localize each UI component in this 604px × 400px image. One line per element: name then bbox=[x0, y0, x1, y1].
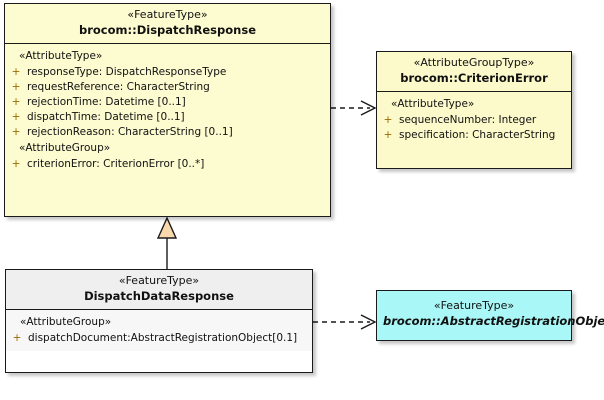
class-header: «FeatureType» brocom::DispatchResponse bbox=[5, 4, 330, 43]
class-attributes: «AttributeType» + responseType: Dispatch… bbox=[5, 42, 330, 177]
attribute-group-header: «AttributeType» bbox=[391, 97, 475, 110]
class-name: DispatchDataResponse bbox=[84, 289, 234, 304]
open-arrowhead-icon bbox=[360, 100, 377, 116]
attribute-group-header: «AttributeGroup» bbox=[19, 141, 111, 154]
generalization-triangle-icon bbox=[156, 216, 178, 239]
visibility-marker: + bbox=[383, 129, 393, 142]
attribute-label: dispatchTime: Datetime [0..1] bbox=[27, 111, 185, 124]
class-box-criterion-error[interactable]: «AttributeGroupType» brocom::CriterionEr… bbox=[376, 51, 572, 169]
class-box-abstract-registration-object[interactable]: «FeatureType» brocom::AbstractRegistrati… bbox=[376, 290, 604, 341]
attribute-row[interactable]: + dispatchDocument:AbstractRegistrationO… bbox=[6, 331, 312, 346]
attribute-row[interactable]: + criterionError: CriterionError [0..*] bbox=[5, 157, 330, 172]
class-name: brocom::AbstractRegistrationObject bbox=[383, 314, 604, 329]
visibility-marker: + bbox=[12, 332, 22, 345]
visibility-marker: + bbox=[11, 158, 21, 171]
class-header: «AttributeGroupType» brocom::CriterionEr… bbox=[377, 52, 571, 91]
attribute-row[interactable]: + rejectionReason: CharacterString [0..1… bbox=[5, 125, 330, 140]
visibility-marker: + bbox=[11, 81, 21, 94]
dependency-criterion-error-connector[interactable] bbox=[331, 100, 377, 116]
class-attributes: «AttributeType» + sequenceNumber: Intege… bbox=[377, 90, 571, 148]
open-arrowhead-icon bbox=[360, 314, 377, 330]
class-name: brocom::CriterionError bbox=[400, 71, 548, 86]
attribute-row[interactable]: + requestReference: CharacterString bbox=[5, 80, 330, 95]
class-stereotype: «AttributeGroupType» bbox=[413, 56, 535, 69]
attribute-label: dispatchDocument:AbstractRegistrationObj… bbox=[28, 332, 298, 345]
attribute-row[interactable]: + sequenceNumber: Integer bbox=[377, 113, 571, 128]
attribute-label: responseType: DispatchResponseType bbox=[27, 66, 227, 79]
generalization-connector[interactable] bbox=[156, 216, 178, 269]
attribute-label: specification: CharacterString bbox=[399, 129, 556, 142]
attribute-label: rejectionReason: CharacterString [0..1] bbox=[27, 126, 233, 139]
visibility-marker: + bbox=[11, 96, 21, 109]
class-stereotype: «FeatureType» bbox=[433, 299, 515, 312]
class-stereotype: «FeatureType» bbox=[127, 8, 208, 21]
attribute-label: requestReference: CharacterString bbox=[27, 81, 210, 94]
class-name: brocom::DispatchResponse bbox=[79, 23, 256, 38]
attribute-label: criterionError: CriterionError [0..*] bbox=[27, 158, 205, 171]
class-header: «FeatureType» brocom::AbstractRegistrati… bbox=[377, 291, 604, 334]
attribute-group-header: «AttributeType» bbox=[19, 49, 103, 62]
attribute-row[interactable]: + dispatchTime: Datetime [0..1] bbox=[5, 110, 330, 125]
attribute-group-header: «AttributeGroup» bbox=[20, 315, 112, 328]
dependency-abstract-registration-object-connector[interactable] bbox=[313, 314, 377, 330]
visibility-marker: + bbox=[383, 114, 393, 127]
class-box-dispatch-response[interactable]: «FeatureType» brocom::DispatchResponse «… bbox=[4, 3, 331, 217]
class-box-dispatch-data-response[interactable]: «FeatureType» DispatchDataResponse «Attr… bbox=[5, 269, 313, 373]
visibility-marker: + bbox=[11, 66, 21, 79]
class-attributes: «AttributeGroup» + dispatchDocument:Abst… bbox=[6, 308, 312, 351]
attribute-label: rejectionTime: Datetime [0..1] bbox=[27, 96, 186, 109]
attribute-label: sequenceNumber: Integer bbox=[399, 114, 537, 127]
visibility-marker: + bbox=[11, 111, 21, 124]
visibility-marker: + bbox=[11, 126, 21, 139]
attribute-row[interactable]: + responseType: DispatchResponseType bbox=[5, 65, 330, 80]
attribute-row[interactable]: + specification: CharacterString bbox=[377, 128, 571, 143]
class-stereotype: «FeatureType» bbox=[118, 274, 200, 287]
class-header: «FeatureType» DispatchDataResponse bbox=[6, 270, 312, 309]
attribute-row[interactable]: + rejectionTime: Datetime [0..1] bbox=[5, 95, 330, 110]
